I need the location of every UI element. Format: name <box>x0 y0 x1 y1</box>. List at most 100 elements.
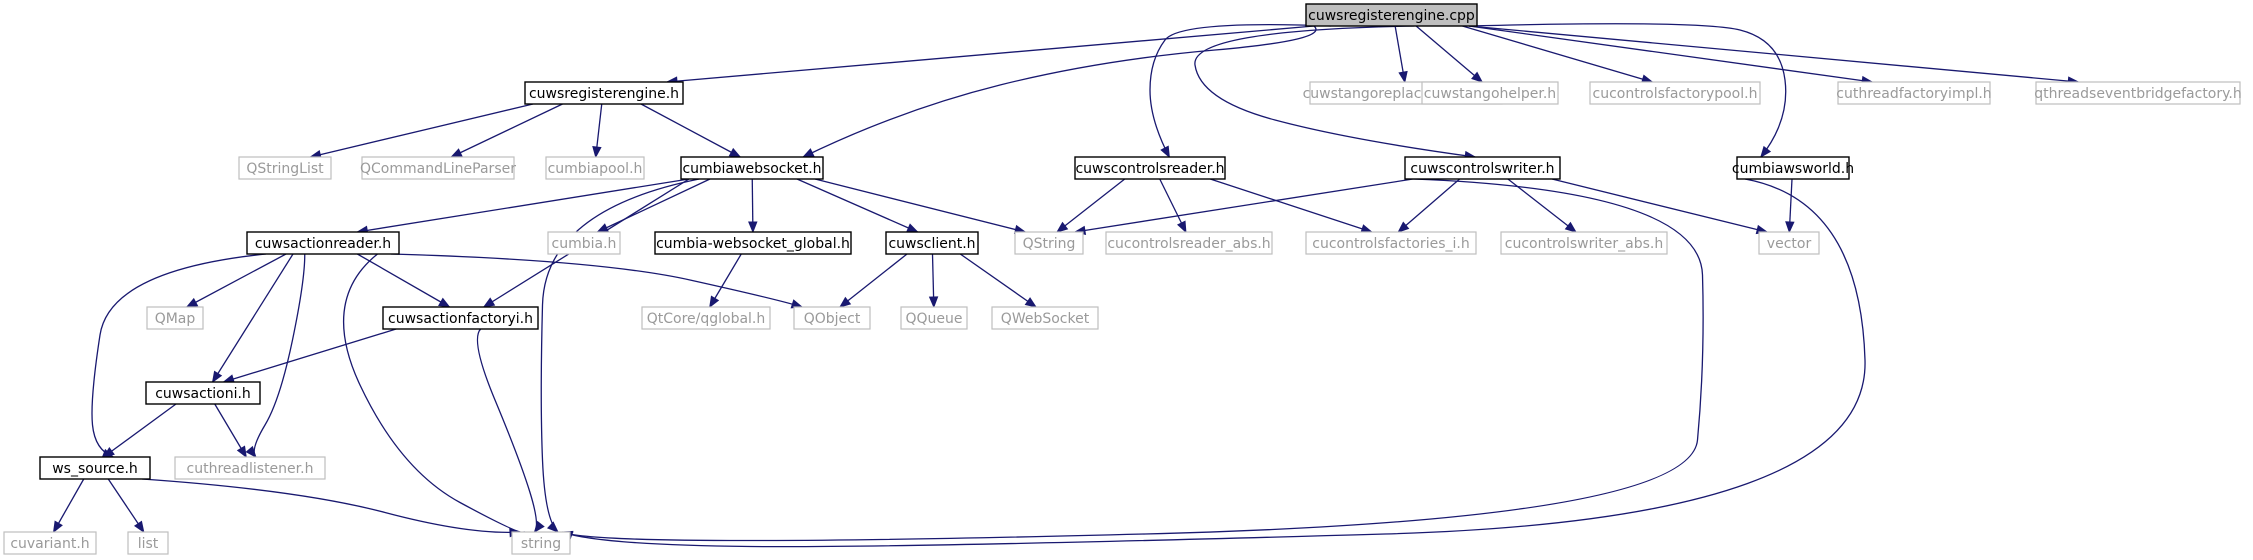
edge-arrowhead <box>1056 221 1069 233</box>
edge-wafi-to-wai <box>222 328 397 384</box>
edge-war-to-wafi <box>357 253 451 308</box>
edge-wss-to-string <box>141 478 522 538</box>
node-box[interactable] <box>1074 156 1226 180</box>
node-cpool: cumbiapool.h <box>545 156 645 180</box>
edge-arrowhead <box>709 295 720 309</box>
edge-wai-to-ctl <box>214 403 247 459</box>
edge-line <box>253 253 306 458</box>
edge-line <box>343 253 524 533</box>
edge-wss-to-cuvar <box>52 478 85 534</box>
node-box[interactable] <box>382 306 539 330</box>
edge-wss-to-list <box>107 478 145 534</box>
node-label: cuwsactionreader.h <box>255 236 391 252</box>
edge-line <box>186 253 287 308</box>
edge-line <box>1397 178 1461 233</box>
node-label: QStringList <box>246 161 324 177</box>
edge-cws-to-war <box>355 178 690 236</box>
nodes-layer: cuwsregisterengine.cpp cuwsregisterengine… <box>3 3 2242 555</box>
edge-ccw-to-qstring <box>1073 178 1414 236</box>
node-label: QString <box>1023 236 1076 252</box>
edge-line <box>1194 25 1476 158</box>
node-qws: QWebSocket <box>991 306 1099 330</box>
node-wss[interactable]: ws_source.h <box>39 456 151 480</box>
node-label: cumbiawsworld.h <box>1732 161 1854 177</box>
node-box[interactable] <box>524 81 684 105</box>
node-list: list <box>127 531 169 555</box>
edge-line <box>223 328 397 383</box>
edge-line <box>91 253 267 458</box>
node-box[interactable] <box>1736 156 1850 180</box>
edge-arrowhead <box>482 297 496 308</box>
node-ccr[interactable]: cuwscontrolsreader.h <box>1074 156 1226 180</box>
node-wafi[interactable]: cuwsactionfactoryi.h <box>382 306 539 330</box>
node-wai[interactable]: cuwsactioni.h <box>145 381 261 405</box>
node-string: string <box>511 531 571 555</box>
node-cfp: cucontrolsfactorypool.h <box>1589 81 1761 105</box>
node-cfi: cucontrolsfactories_i.h <box>1305 231 1477 255</box>
node-label: QObject <box>804 311 861 327</box>
node-cwsg[interactable]: cumbia-websocket_global.h <box>654 231 852 255</box>
node-label: cuwsclient.h <box>888 236 975 252</box>
node-box[interactable] <box>885 231 979 255</box>
edge-line <box>1056 178 1126 233</box>
edge-wai-to-wss <box>102 403 177 458</box>
node-qobject: QObject <box>793 306 871 330</box>
node-label: cumbiawebsocket.h <box>682 161 821 177</box>
edge-regh-to-cws <box>640 103 742 158</box>
node-cws[interactable]: cumbiawebsocket.h <box>680 156 824 180</box>
node-label: QCommandLineParser <box>360 161 516 177</box>
node-box <box>991 306 1099 330</box>
node-client[interactable]: cuwsclient.h <box>885 231 979 255</box>
node-helper: cuwstangohelper.h <box>1421 81 1559 105</box>
edge-arrowhead <box>211 370 223 384</box>
node-box <box>238 156 332 180</box>
node-label: cucontrolswriter_abs.h <box>1505 236 1663 252</box>
node-label: string <box>521 536 561 552</box>
node-regh[interactable]: cuwsregisterengine.h <box>524 81 684 105</box>
edge-cws-to-client <box>796 178 919 233</box>
node-box[interactable] <box>145 381 261 405</box>
edge-arrowhead <box>52 520 63 534</box>
edge-line <box>1468 25 1873 83</box>
node-box <box>1837 81 1991 105</box>
node-label: cucontrolsfactories_i.h <box>1312 236 1469 252</box>
node-ctl: cuthreadlistener.h <box>174 456 326 480</box>
edge-arrowhead <box>1176 220 1187 234</box>
node-box[interactable] <box>680 156 824 180</box>
node-world[interactable]: cumbiawsworld.h <box>1732 156 1854 180</box>
node-label: QQueue <box>905 311 962 327</box>
node-box[interactable] <box>654 231 852 255</box>
node-box <box>146 306 204 330</box>
edge-line <box>357 178 690 233</box>
node-box[interactable] <box>1404 156 1561 180</box>
edge-arrowhead <box>748 221 758 234</box>
edge-line <box>1149 23 1332 158</box>
edge-arrowhead <box>906 223 919 233</box>
edge-client-to-qobject <box>838 253 908 308</box>
node-root[interactable]: cuwsregisterengine.cpp <box>1305 3 1478 27</box>
edge-line <box>561 178 1704 542</box>
node-war[interactable]: cuwsactionreader.h <box>246 231 400 255</box>
node-box[interactable] <box>1305 3 1478 27</box>
edge-root-to-repl <box>1394 25 1408 84</box>
edge-war-to-wai <box>211 253 294 384</box>
node-ccw[interactable]: cuwscontrolswriter.h <box>1404 156 1561 180</box>
edge-line <box>1468 23 1787 158</box>
node-box <box>793 306 871 330</box>
node-box[interactable] <box>39 456 151 480</box>
node-box[interactable] <box>246 231 400 255</box>
node-box <box>127 531 169 555</box>
node-box <box>1421 81 1559 105</box>
node-qclp: QCommandLineParser <box>360 156 516 180</box>
edge-war-to-ctl <box>245 253 306 459</box>
edge-arrowhead <box>236 445 247 459</box>
edge-arrowhead <box>450 148 463 158</box>
edge-arrowhead <box>245 445 257 459</box>
node-label: ws_source.h <box>52 461 138 477</box>
node-box <box>1758 231 1820 255</box>
node-label: cucontrolsreader_abs.h <box>1107 236 1270 252</box>
edge-line <box>451 103 563 158</box>
edge-root-to-helper <box>1415 25 1484 83</box>
edge-line <box>141 478 521 533</box>
node-box <box>900 306 968 330</box>
